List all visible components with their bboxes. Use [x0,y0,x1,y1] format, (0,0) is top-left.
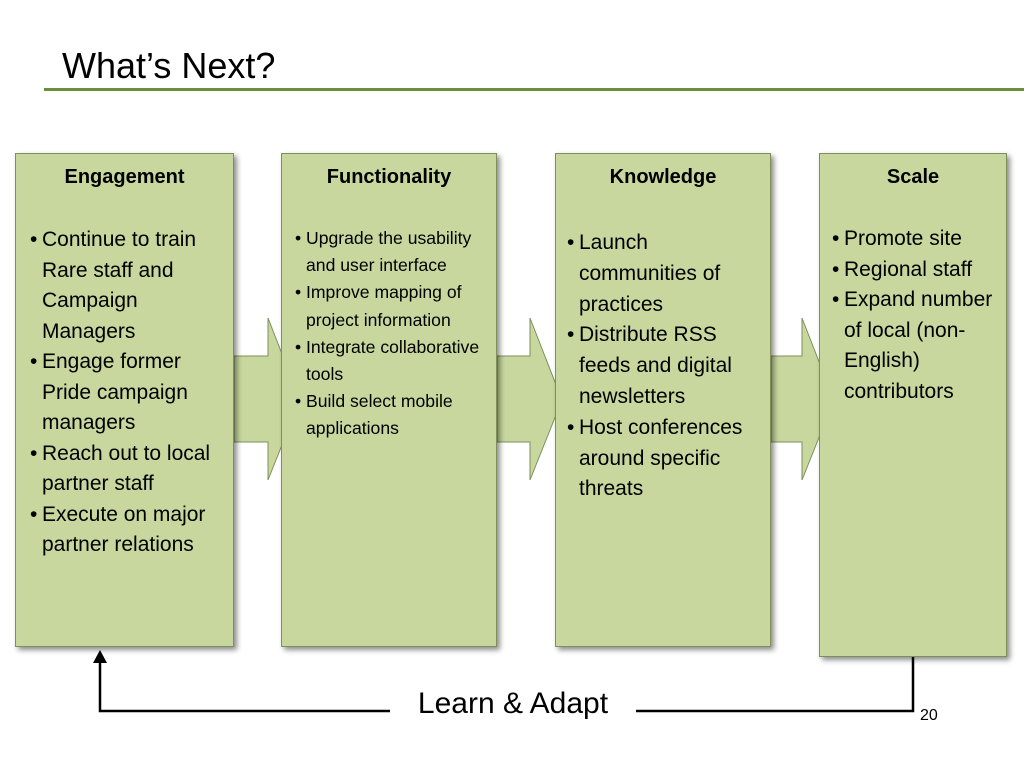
list-item: Integrate collaborative tools [295,334,496,388]
list-item: Improve mapping of project information [295,279,496,333]
feedback-loop-arrowhead [93,650,107,663]
feedback-loop-label: Learn & Adapt [390,684,636,724]
bullet-list: Launch communities of practices Distribu… [567,228,770,505]
list-item: Host conferences around specific threats [567,413,770,505]
panel-functionality: Functionality Upgrade the usability and … [281,153,497,647]
bullet-list: Promote site Regional staff Expand numbe… [832,224,1006,407]
panel-title: Engagement [64,166,185,188]
list-item: Build select mobile applications [295,388,496,442]
panel-engagement: Engagement Continue to train Rare staff … [15,153,234,647]
chevron-arrow-2 [496,317,563,481]
panel-title: Functionality [326,166,452,188]
list-item: Distribute RSS feeds and digital newslet… [567,320,770,412]
list-item: Upgrade the usability and user interface [295,225,496,279]
bullet-list: Continue to train Rare staff and Campaig… [30,225,233,561]
bullet-list: Upgrade the usability and user interface… [295,225,496,443]
list-item: Continue to train Rare staff and Campaig… [30,225,233,347]
list-item: Regional staff [832,255,1006,286]
panel-title: Knowledge [609,166,717,188]
list-item: Execute on major partner relations [30,500,233,561]
page-number: 20 [920,707,938,724]
list-item: Launch communities of practices [567,228,770,320]
list-item: Promote site [832,224,1006,255]
panel-title: Scale [886,166,940,188]
title-divider [44,88,1024,91]
chevron-arrow-3 [770,317,835,481]
slide-title: What’s Next? [62,45,276,86]
list-item: Expand number of local (non-English) con… [832,285,1006,407]
panel-knowledge: Knowledge Launch communities of practice… [555,153,771,647]
list-item: Reach out to local partner staff [30,439,233,500]
list-item: Engage former Pride campaign managers [30,347,233,439]
panel-scale: Scale Promote site Regional staff Expand… [819,153,1007,657]
